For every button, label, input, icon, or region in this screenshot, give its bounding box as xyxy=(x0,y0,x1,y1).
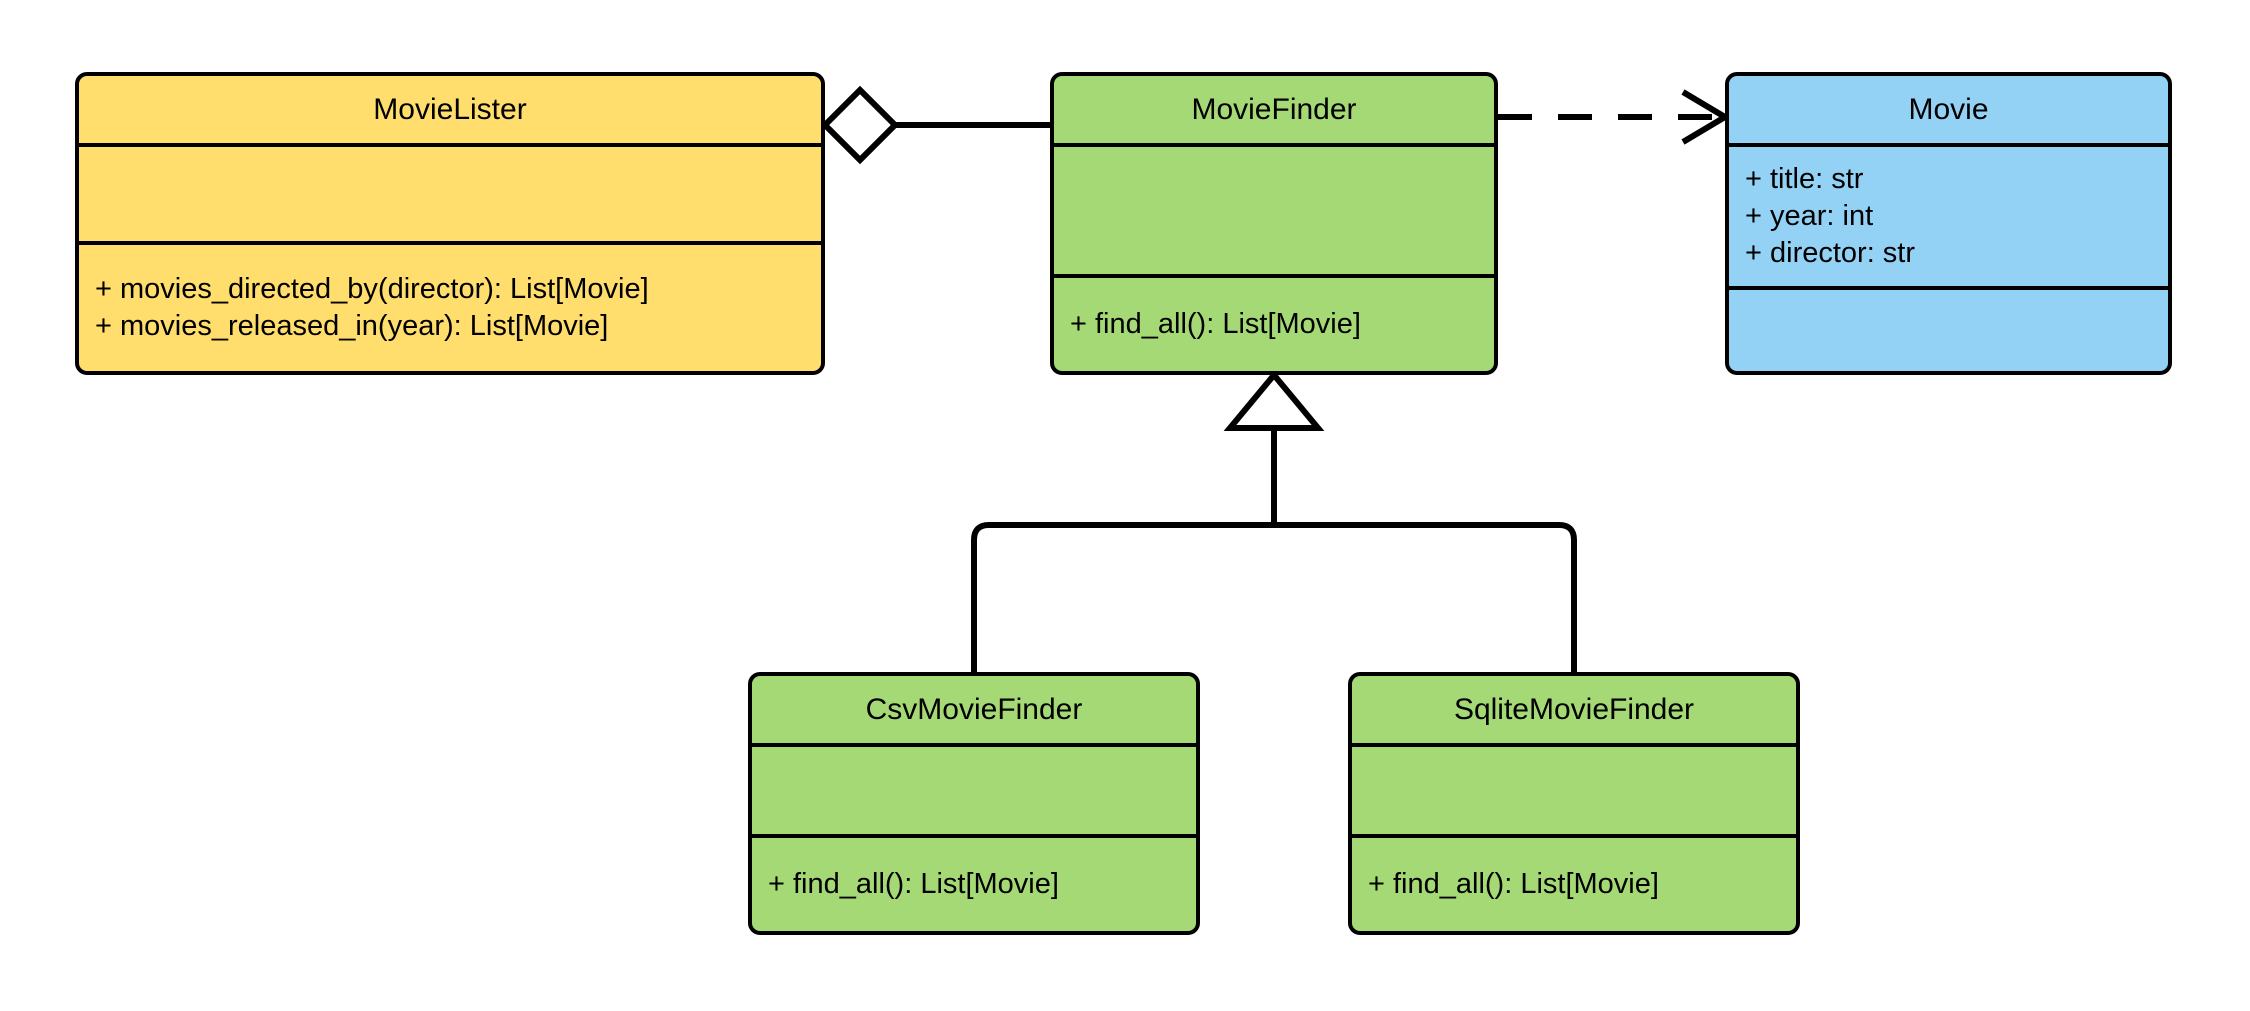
class-attributes-compartment xyxy=(1054,143,1494,274)
method-item: + find_all(): List[Movie] xyxy=(1070,307,1361,340)
hollow-diamond-marker xyxy=(820,85,900,165)
class-name-compartment: Movie xyxy=(1729,76,2168,143)
class-box-movie[interactable]: Movie + title: str + year: int + directo… xyxy=(1725,72,2172,375)
attribute-list: + title: str + year: int + director: str xyxy=(1729,161,2168,272)
method-list: + find_all(): List[Movie] xyxy=(1054,306,1494,343)
class-box-movielister[interactable]: MovieLister + movies_directed_by(directo… xyxy=(75,72,825,375)
class-attributes-compartment xyxy=(1352,743,1796,834)
class-methods-compartment: + movies_directed_by(director): List[Mov… xyxy=(79,241,821,371)
class-name-compartment: MovieFinder xyxy=(1054,76,1494,143)
class-attributes-compartment xyxy=(79,143,821,241)
hollow-triangle-marker xyxy=(1223,370,1325,431)
class-box-csvmoviefinder[interactable]: CsvMovieFinder + find_all(): List[Movie] xyxy=(748,672,1200,935)
method-list: + find_all(): List[Movie] xyxy=(752,866,1196,903)
class-name-label: MovieLister xyxy=(373,93,527,126)
open-arrow-marker xyxy=(1681,89,1731,145)
class-name-label: Movie xyxy=(1908,93,1989,126)
method-list: + movies_directed_by(director): List[Mov… xyxy=(79,271,821,345)
aggregation-edge-movielister-moviefinder xyxy=(820,85,1050,165)
generalization-bus xyxy=(971,522,1577,672)
class-attributes-compartment xyxy=(752,743,1196,834)
class-box-moviefinder[interactable]: MovieFinder + find_all(): List[Movie] xyxy=(1050,72,1498,375)
attribute-item: + director: str xyxy=(1745,237,1916,270)
class-name-compartment: SqliteMovieFinder xyxy=(1352,676,1796,743)
class-name-compartment: MovieLister xyxy=(79,76,821,143)
class-methods-compartment xyxy=(1729,286,2168,371)
class-methods-compartment: + find_all(): List[Movie] xyxy=(1352,834,1796,931)
dependency-edge-moviefinder-movie xyxy=(1498,89,1731,145)
method-item: + find_all(): List[Movie] xyxy=(768,867,1059,900)
generalization-edge-tree xyxy=(971,370,1577,672)
class-methods-compartment: + find_all(): List[Movie] xyxy=(752,834,1196,931)
attribute-item: + title: str xyxy=(1745,162,1864,195)
class-attributes-compartment: + title: str + year: int + director: str xyxy=(1729,143,2168,286)
method-item: + movies_directed_by(director): List[Mov… xyxy=(95,272,649,305)
class-name-label: CsvMovieFinder xyxy=(865,693,1083,726)
method-list: + find_all(): List[Movie] xyxy=(1352,866,1796,903)
method-item: + movies_released_in(year): List[Movie] xyxy=(95,310,609,342)
attribute-item: + year: int xyxy=(1745,199,1874,232)
class-box-sqlitemoviefinder[interactable]: SqliteMovieFinder + find_all(): List[Mov… xyxy=(1348,672,1800,935)
method-item: + find_all(): List[Movie] xyxy=(1368,867,1659,900)
class-name-label: SqliteMovieFinder xyxy=(1453,693,1695,726)
class-methods-compartment: + find_all(): List[Movie] xyxy=(1054,274,1494,371)
class-name-compartment: CsvMovieFinder xyxy=(752,676,1196,743)
class-name-label: MovieFinder xyxy=(1191,93,1357,126)
